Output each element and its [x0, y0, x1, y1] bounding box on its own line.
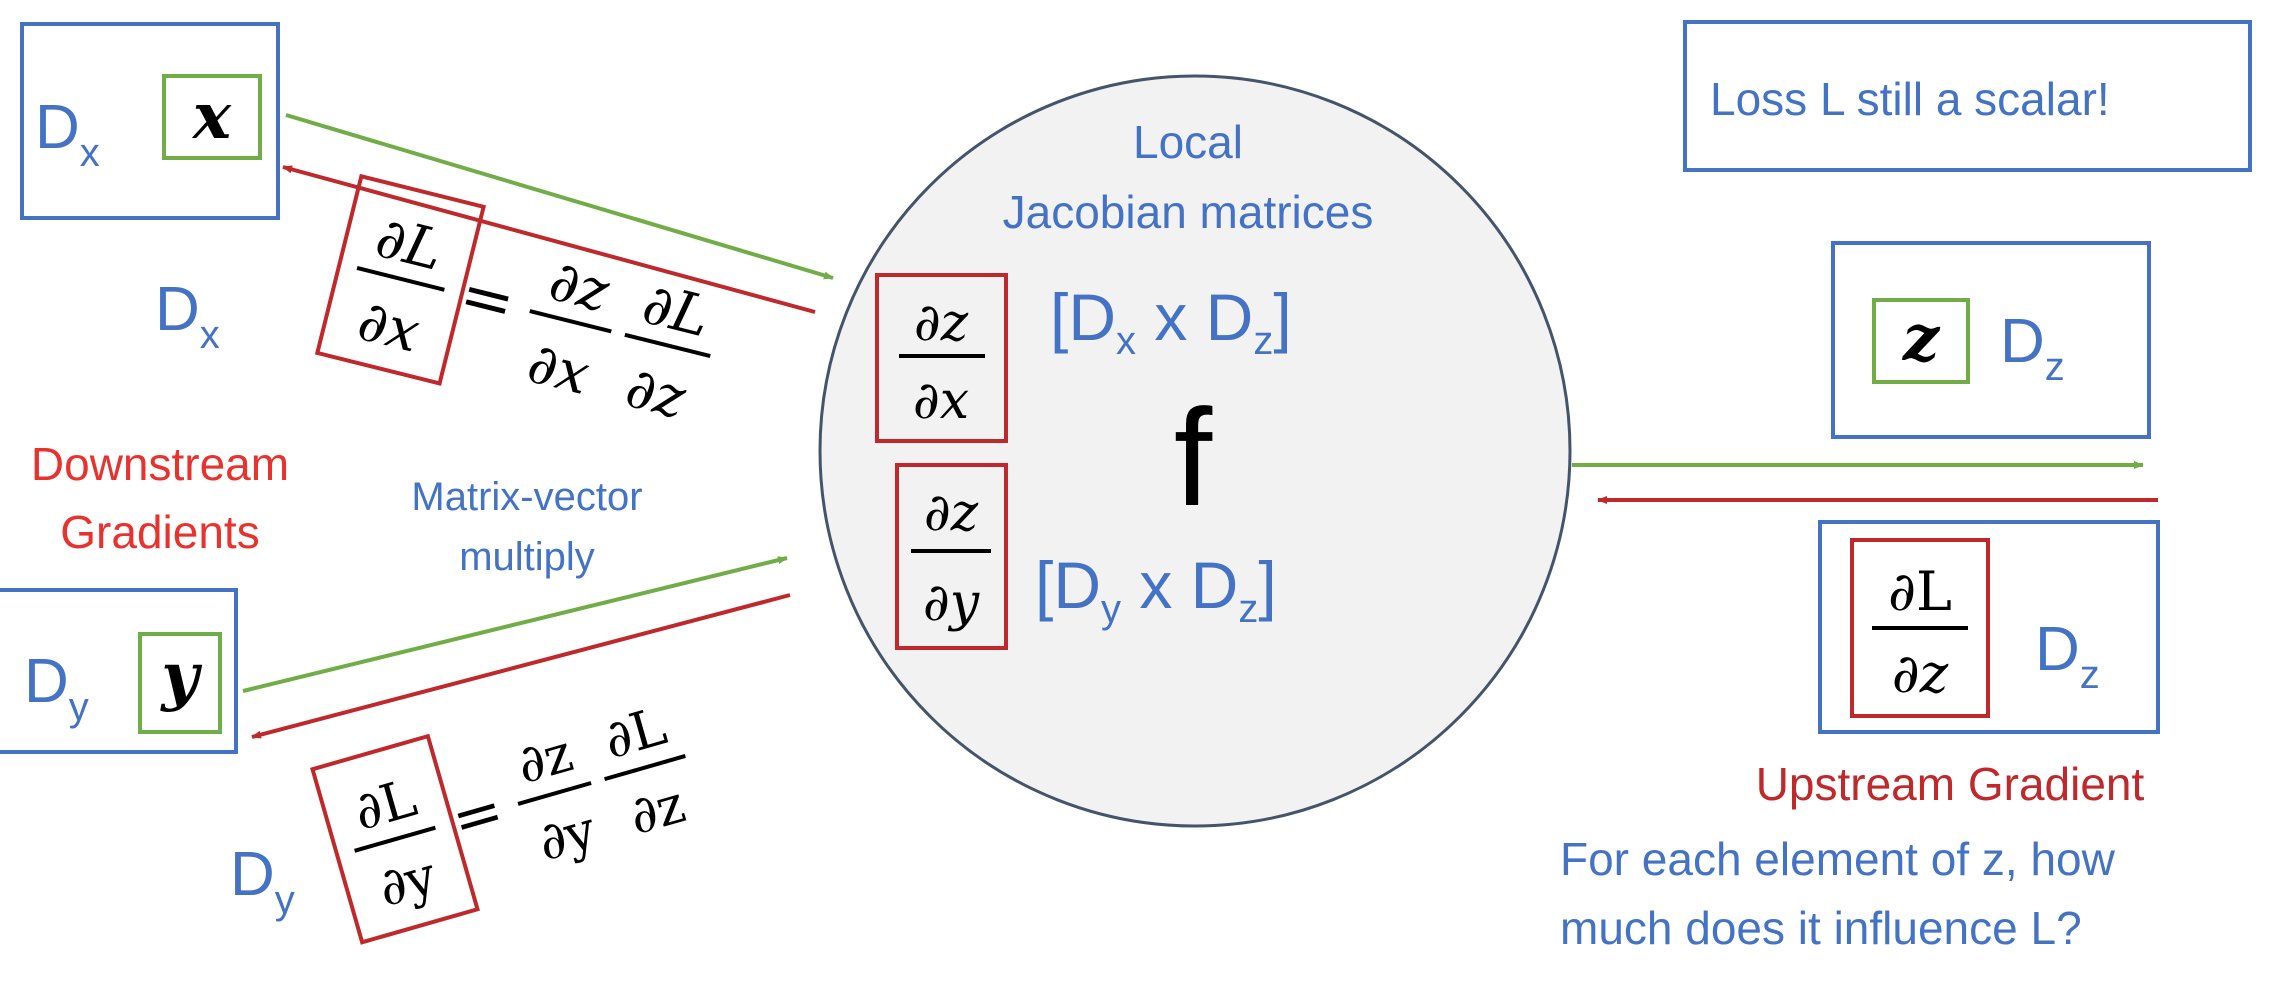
upstream-gradient-dim: Dz: [2035, 615, 2100, 697]
output-z-var-box: [1872, 298, 1970, 384]
grad-x-r2-denominator: ∂z: [619, 355, 692, 432]
grad-y-r1-numerator: ∂z: [511, 723, 580, 796]
matrix-vector-label-line1: Matrix-vector: [411, 475, 642, 519]
grad-y-r2-bar: [604, 754, 686, 782]
question-label-line1: For each element of z, how: [1560, 833, 2116, 885]
downstream-label-line2: Gradients: [60, 506, 259, 558]
upstream-gradient-fraction-box: [1850, 538, 1990, 718]
backward-arrow-x: [282, 165, 816, 314]
upstream-gradient-label: Upstream Gradient: [1756, 758, 2145, 810]
backward-arrow-y: [251, 593, 791, 739]
output-z-box: [1831, 241, 2151, 439]
grad-y-dim: Dy: [230, 840, 295, 922]
grad-x-lhs-numerator: ∂L: [369, 205, 449, 284]
input-x-dim: Dx: [35, 93, 100, 175]
jacobian-y-denominator: ∂y: [923, 573, 980, 633]
function-label: f: [1174, 381, 1213, 535]
upstream-gradient-box: [1818, 520, 2160, 734]
grad-y-equation: ∂L ∂y = ∂z ∂y ∂L ∂z: [310, 697, 692, 945]
loss-scalar-label: Loss L still a scalar!: [1710, 73, 2110, 125]
grad-y-r2-numerator: ∂L: [598, 697, 674, 772]
jacobian-y-dims: [Dy x Dz]: [1035, 548, 1277, 631]
downstream-label-line1: Downstream: [31, 438, 289, 490]
grad-y-lhs-bar: [354, 825, 436, 853]
loss-scalar-box: [1683, 20, 2252, 172]
jacobian-y-box: [895, 463, 1008, 650]
jacobian-y-numerator: ∂z: [924, 483, 979, 543]
grad-y-r1-bar: [517, 781, 592, 806]
grad-x-r1-denominator: ∂x: [521, 330, 595, 408]
jacobian-x-denominator: ∂x: [913, 371, 969, 431]
grad-x-r1-numerator: ∂z: [543, 248, 616, 325]
input-y-var-box: [138, 632, 222, 734]
grad-x-r2-bar: [624, 332, 711, 358]
grad-y-r2-denominator: ∂z: [623, 774, 692, 847]
question-label-line2: much does it influence L?: [1560, 902, 2082, 954]
upstream-gradient-denominator: ∂z: [1892, 642, 1949, 705]
jacobian-x-dims: [Dx x Dz]: [1050, 280, 1292, 363]
grad-y-lhs-box: [310, 733, 480, 945]
jacobian-x-numerator: ∂z: [914, 293, 969, 353]
grad-x-equals: =: [452, 257, 522, 342]
input-x-var: x: [191, 79, 232, 154]
grad-x-r1-bar: [529, 309, 612, 334]
input-y-box: [0, 588, 238, 754]
local-label-line2: Jacobian matrices: [1003, 186, 1374, 238]
grad-x-lhs-box: [314, 173, 487, 386]
jacobian-x-box: [875, 273, 1008, 443]
input-y-var: y: [159, 639, 202, 714]
grad-x-equation: ∂L ∂x = ∂z ∂x ∂L ∂z: [314, 173, 716, 432]
input-x-box: [20, 22, 280, 220]
forward-arrow-y: [242, 556, 788, 693]
output-z-dim: Dz: [2000, 307, 2065, 389]
output-z-var: z: [1902, 301, 1941, 376]
input-y-dim: Dy: [24, 647, 89, 729]
grad-x-dim: Dx: [155, 275, 220, 357]
upstream-gradient-numerator: ∂L: [1888, 560, 1952, 623]
grad-y-lhs-denominator: ∂y: [372, 846, 443, 919]
grad-y-equals: =: [444, 775, 512, 856]
matrix-vector-label-line2: multiply: [459, 535, 595, 579]
grad-x-r2-numerator: ∂L: [636, 271, 716, 350]
grad-x-lhs-bar: [356, 266, 445, 292]
forward-arrow-x: [285, 113, 834, 280]
grad-y-lhs-numerator: ∂L: [348, 768, 424, 843]
input-x-var-box: [162, 74, 262, 160]
local-label-line1: Local: [1133, 116, 1243, 168]
grad-y-r1-denominator: ∂y: [532, 800, 603, 873]
grad-x-lhs-denominator: ∂x: [352, 288, 426, 366]
